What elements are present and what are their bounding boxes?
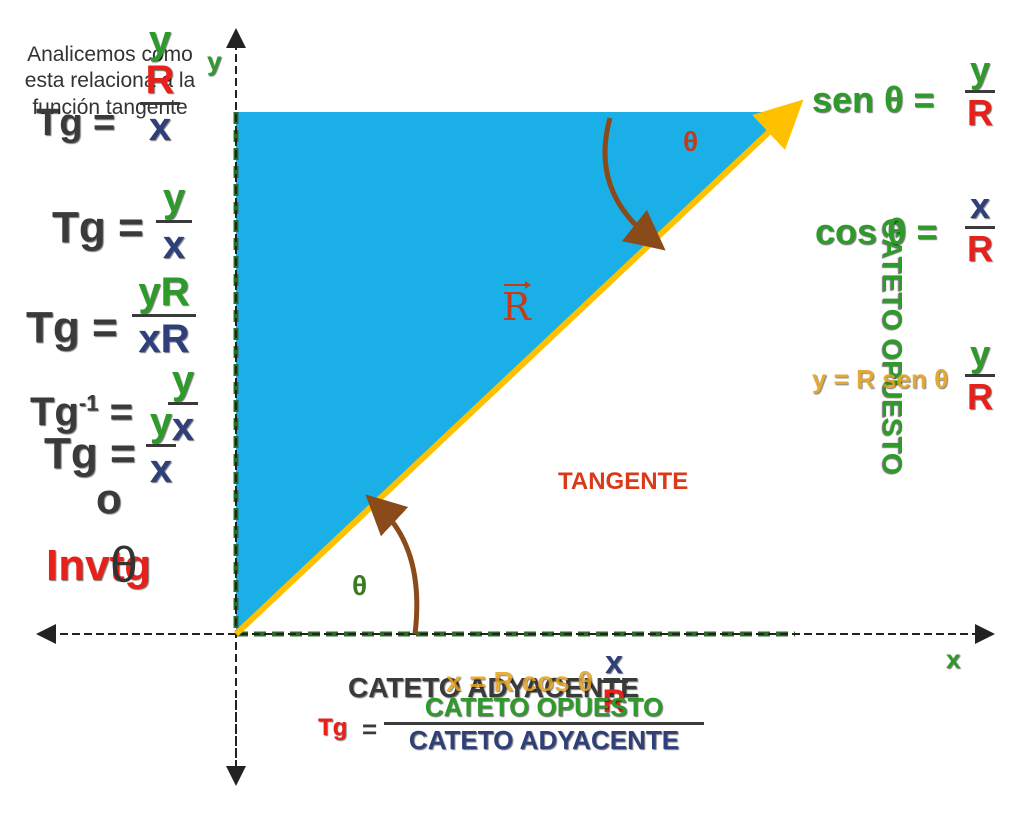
- tangent-den: CATETO ADYACENTE: [408, 725, 680, 755]
- invtg-label: Invtg: [46, 541, 152, 590]
- tg5-label: Tg =: [44, 429, 136, 478]
- theta-top-label: θ: [683, 126, 699, 157]
- tangent-bar: [384, 722, 704, 725]
- tg2-num: y: [162, 176, 186, 220]
- tg3-fraction: yR xR: [132, 272, 196, 359]
- tg4-num: y: [171, 358, 195, 402]
- tg3-bar: [132, 314, 196, 317]
- resultant-vector: [233, 99, 804, 637]
- tg2-bar: [156, 220, 192, 223]
- cos-label: cos θ =: [815, 211, 938, 252]
- tg4-fraction: y x: [168, 360, 198, 447]
- cos-num: x: [969, 185, 991, 226]
- sen-num: y: [969, 49, 991, 90]
- top-angle-arc: [602, 117, 666, 251]
- tg1-bar: [140, 102, 180, 105]
- tg4-eq: =: [109, 390, 133, 434]
- theta-result: θ: [110, 537, 138, 593]
- cos-den: R: [967, 228, 993, 269]
- tg1-label: Tg =: [36, 102, 116, 144]
- tg5-den: x: [149, 447, 173, 491]
- tg4-den: x: [171, 405, 195, 449]
- bottom-eq: =: [362, 714, 378, 744]
- tg1-num: R: [145, 58, 175, 102]
- tg3-label: Tg =: [26, 303, 118, 352]
- x-axis-label: x: [946, 644, 961, 674]
- vector-r-text: R: [502, 281, 531, 329]
- tangent-definition-fraction: CATETO OPUESTO CATETO ADYACENTE: [384, 694, 704, 753]
- tg4-sup: -1: [78, 390, 99, 416]
- vector-r-label: R: [502, 281, 531, 329]
- tg2-den: x: [162, 223, 186, 267]
- cos-bar: [965, 226, 995, 229]
- tg1-num-top: y: [148, 18, 172, 62]
- tg4-base: Tg: [30, 390, 79, 434]
- third-fraction: y R: [965, 336, 995, 415]
- o-label: o: [96, 475, 122, 522]
- tg5-bar: [146, 444, 176, 447]
- cos-fraction: x R: [965, 188, 995, 267]
- bottom-tg-label: Tg: [318, 714, 348, 741]
- opposite-side-label: CATETO OPUESTO: [877, 218, 908, 475]
- sen-den: R: [967, 92, 993, 133]
- tg4-label: Tg-1 =: [30, 392, 133, 432]
- overlap-cos-text: x = R cos θ: [446, 666, 593, 697]
- tg1-fraction: y R x: [140, 20, 180, 147]
- third-den: R: [967, 376, 993, 417]
- tg2-fraction: y x: [156, 178, 192, 265]
- third-num: y: [969, 333, 991, 374]
- theta-bottom-label: θ: [352, 570, 368, 601]
- sen-fraction: y R: [965, 52, 995, 131]
- bottom-frac-num: x: [605, 644, 623, 680]
- tg1-den: x: [148, 105, 172, 149]
- sen-bar: [965, 90, 995, 93]
- tg2-label: Tg =: [52, 203, 144, 252]
- tg4-bar: [168, 402, 198, 405]
- y-axis-label: y: [207, 46, 222, 76]
- bottom-frac-den: R: [602, 683, 626, 719]
- bottom-fraction: x R: [600, 646, 628, 717]
- third-bar: [965, 374, 995, 377]
- bottom-side-label: CATETO ADYACENTE: [348, 672, 639, 703]
- tangent-num: CATETO OPUESTO: [424, 692, 664, 722]
- tg3-num: yR: [138, 270, 190, 314]
- tg5-fraction: y x: [146, 402, 176, 489]
- tg5-num: y: [149, 400, 173, 444]
- tangent-label: TANGENTE: [558, 468, 689, 495]
- bottom-angle-arc: [365, 494, 420, 635]
- tg3-den: xR: [138, 317, 190, 361]
- bottom-frac-bar: [600, 680, 628, 683]
- intro-text: Analicemos como esta relaciona a la func…: [24, 43, 196, 119]
- overlap-sen-text: y = R sen θ: [812, 364, 949, 394]
- sen-label: sen θ =: [812, 79, 935, 120]
